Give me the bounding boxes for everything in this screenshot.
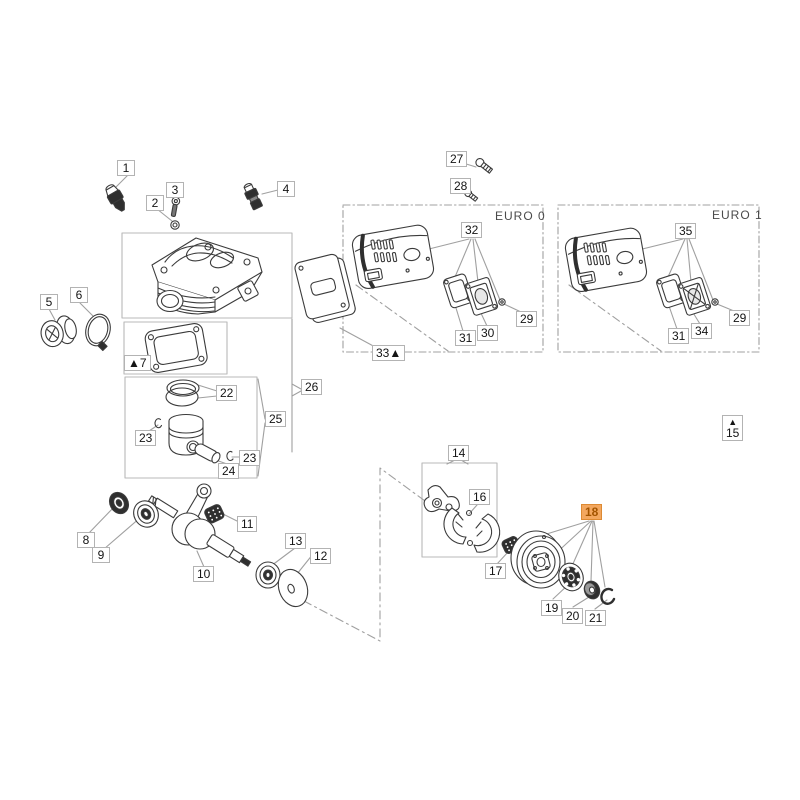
- callout-9[interactable]: 9: [92, 547, 110, 563]
- piston-group-box: [124, 376, 258, 479]
- callout-13[interactable]: 13: [285, 533, 307, 549]
- washer-20-drawing: [583, 580, 601, 600]
- callout-15-number: 15: [726, 426, 740, 440]
- clutch-arm-drawing: [423, 484, 460, 513]
- group-label-euro1: EURO 1: [712, 208, 763, 222]
- callout-21[interactable]: 21: [585, 610, 607, 626]
- callout-3[interactable]: 3: [166, 182, 184, 198]
- callout-5[interactable]: 5: [40, 294, 58, 310]
- callout-10[interactable]: 10: [193, 566, 215, 582]
- muffler-euro1-drawing: [564, 227, 648, 292]
- triangle-icon: ▲: [728, 417, 738, 427]
- gasket-group-box: [123, 321, 228, 375]
- clutch-drum-drawing: [510, 530, 566, 589]
- piston-rings-drawing: [165, 379, 200, 407]
- callout-15[interactable]: ▲ 15: [722, 415, 744, 441]
- callout-30[interactable]: 30: [477, 325, 499, 341]
- callout-34[interactable]: 34: [691, 323, 713, 339]
- callout-29-euro0[interactable]: 29: [516, 311, 538, 327]
- callout-33[interactable]: 33▲: [372, 345, 406, 361]
- wrist-pin-drawing: [194, 443, 221, 464]
- callout-28[interactable]: 28: [450, 178, 472, 194]
- callout-25[interactable]: 25: [265, 411, 287, 427]
- callout-2[interactable]: 2: [146, 195, 164, 211]
- screw-29-euro1-drawing: [711, 298, 719, 306]
- callout-6[interactable]: 6: [70, 287, 88, 303]
- valve-4-drawing: [243, 182, 263, 211]
- callout-23-b[interactable]: 23: [239, 450, 261, 466]
- muffler-euro0-drawing: [351, 224, 435, 289]
- seal-8-drawing: [108, 491, 130, 515]
- spark-plug-drawing: [105, 184, 125, 212]
- bearing-9-drawing: [133, 500, 159, 528]
- callout-17[interactable]: 17: [485, 563, 507, 579]
- gasket-7-drawing: [144, 322, 208, 373]
- bearing-19-drawing: [558, 562, 584, 592]
- screw-27-drawing: [475, 158, 494, 174]
- cylinder-drawing: [151, 237, 263, 315]
- clip-21-drawing: [600, 587, 616, 605]
- callout-31-euro1[interactable]: 31: [668, 328, 690, 344]
- callout-14[interactable]: 14: [448, 445, 470, 461]
- callout-16[interactable]: 16: [469, 489, 491, 505]
- callout-29-euro1[interactable]: 29: [729, 310, 751, 326]
- washer-12-drawing: [277, 568, 309, 608]
- screw-3-drawing: [170, 196, 181, 218]
- callout-24[interactable]: 24: [218, 463, 240, 479]
- clutch-shoes-drawing: [443, 507, 501, 553]
- callout-19[interactable]: 19: [541, 600, 563, 616]
- callout-18-highlighted[interactable]: 18: [581, 504, 603, 520]
- callout-7[interactable]: ▲7: [124, 355, 151, 371]
- needle-cage-11-drawing: [204, 504, 225, 524]
- group-boxes: [121, 232, 498, 558]
- pin-clip-left-drawing: [154, 418, 163, 429]
- callout-23-a[interactable]: 23: [135, 430, 157, 446]
- callout-4[interactable]: 4: [277, 181, 295, 197]
- clutch-group-box: [421, 462, 498, 558]
- screw-29-euro0-drawing: [498, 298, 506, 306]
- bearing-13-drawing: [255, 561, 281, 589]
- gasket-33-drawing: [294, 253, 356, 323]
- callout-11[interactable]: 11: [237, 516, 258, 532]
- callout-32[interactable]: 32: [461, 222, 483, 238]
- clamp-6-drawing: [85, 313, 111, 352]
- assembly-axis-lines: [303, 284, 662, 642]
- cylinder-group-box: [121, 232, 293, 319]
- plate-34-drawing: [677, 277, 712, 316]
- callout-27[interactable]: 27: [446, 151, 468, 167]
- callout-31-euro0[interactable]: 31: [455, 330, 477, 346]
- callout-22[interactable]: 22: [216, 385, 238, 401]
- group-label-euro0: EURO 0: [495, 209, 546, 223]
- plate-30-drawing: [464, 277, 499, 316]
- callout-1[interactable]: 1: [117, 160, 135, 176]
- nut-2-drawing: [170, 220, 180, 230]
- crankshaft-drawing: [148, 483, 252, 567]
- flange-5-drawing: [40, 315, 77, 348]
- pin-clip-right-drawing: [226, 450, 234, 462]
- callout-12[interactable]: 12: [310, 548, 332, 564]
- callout-20[interactable]: 20: [562, 608, 584, 624]
- callout-26[interactable]: 26: [301, 379, 323, 395]
- callout-35[interactable]: 35: [675, 223, 697, 239]
- callout-8[interactable]: 8: [77, 532, 95, 548]
- gasket-31-euro0-drawing: [443, 273, 474, 309]
